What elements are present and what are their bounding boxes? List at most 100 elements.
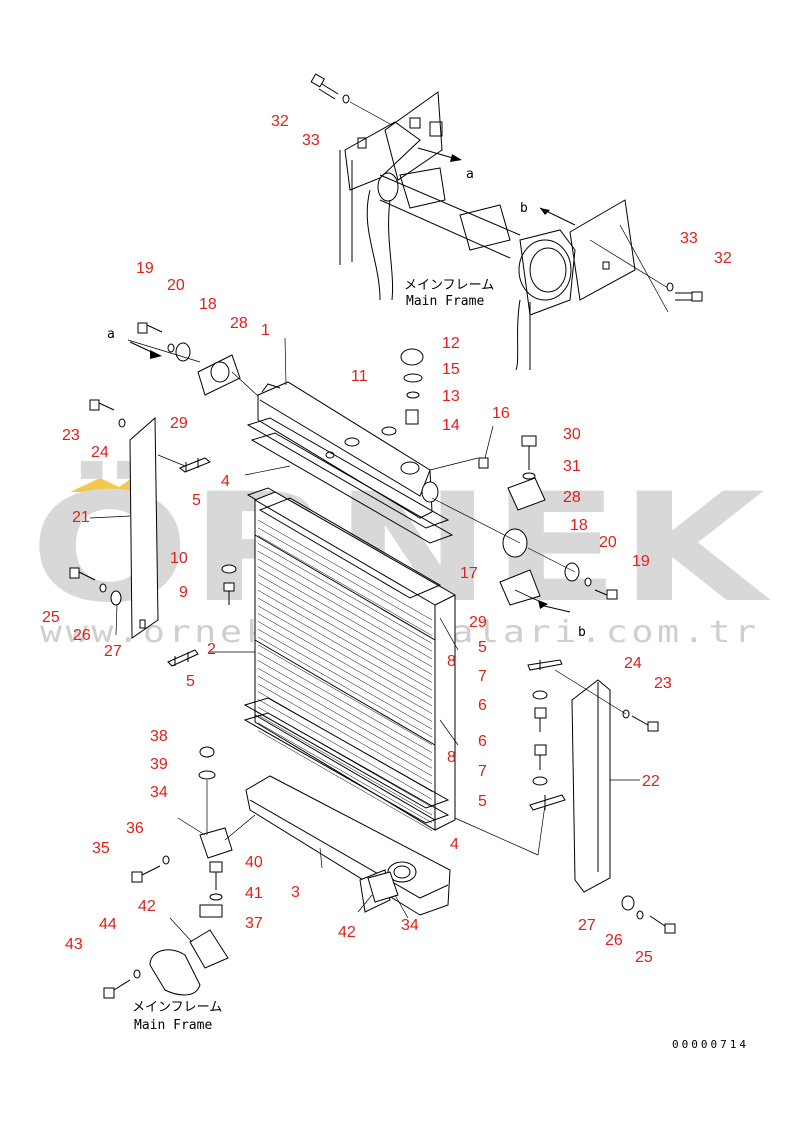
gasket-4-upper: [246, 417, 450, 529]
callout-32: 32: [271, 113, 289, 130]
washer-31: [522, 472, 536, 480]
callout-26: 26: [73, 627, 91, 644]
washer-18-left: [175, 342, 191, 362]
gasket-15: [403, 373, 423, 383]
washer-24-left: [118, 418, 126, 428]
side-cover-22: [571, 679, 611, 893]
drain-fitting-inner: [393, 865, 411, 879]
bracket-5-d: [529, 794, 566, 811]
core-fin-line: [257, 535, 433, 636]
callout-24: 24: [624, 655, 642, 672]
tank-stub: [261, 383, 281, 393]
callout-17: 17: [460, 565, 478, 582]
leader-lines: [89, 337, 640, 943]
core-fins: [257, 519, 433, 831]
washer-44: [133, 969, 141, 979]
callout-26: 26: [605, 932, 623, 949]
watermark-accent-left: [70, 478, 130, 492]
main-frame-top: [310, 73, 703, 371]
callout-5: 5: [478, 793, 487, 810]
bolt-19-left: [137, 322, 148, 334]
bolt-25-right: [664, 923, 676, 934]
core-fin-line: [257, 574, 433, 675]
callout-25: 25: [635, 949, 653, 966]
frame-slot: [357, 137, 367, 149]
bolt-32-top: [310, 73, 339, 100]
bolt-shank: [141, 865, 161, 876]
mount-bracket-29-right: [499, 569, 541, 606]
callout-25: 25: [42, 609, 60, 626]
washer-33-right: [666, 282, 674, 292]
core-fin-line: [257, 730, 433, 831]
bolt-shank: [113, 979, 131, 991]
core-fin-line: [257, 644, 433, 746]
washer-36: [162, 855, 170, 865]
bolt-43: [103, 987, 115, 999]
callout-23: 23: [62, 427, 80, 444]
core-fin-line: [257, 605, 433, 707]
view-letter-a-top: a: [466, 167, 474, 182]
bolt-shank: [146, 324, 163, 333]
callout-42: 42: [138, 898, 156, 915]
tank-outlet: [421, 481, 439, 503]
washer-26-right: [636, 910, 644, 920]
callout-8: 8: [447, 749, 456, 766]
core-fin-line: [257, 628, 433, 730]
fasteners: [69, 322, 676, 999]
drain-fitting: [387, 861, 417, 883]
callout-16: 16: [492, 405, 510, 422]
core-fin-line: [257, 636, 433, 738]
washer-39: [198, 770, 216, 780]
upper-tank-edge: [259, 399, 431, 497]
callout-28: 28: [563, 489, 581, 506]
bolt-shank: [78, 571, 96, 581]
callout-34: 34: [150, 784, 168, 801]
core-fin-line: [257, 714, 433, 816]
bolt-shank: [98, 402, 115, 411]
callout-7: 7: [478, 668, 487, 685]
callout-29: 29: [170, 415, 188, 432]
callout-43: 43: [65, 936, 83, 953]
frame-cross-tube: [379, 174, 521, 259]
frame-curve: [388, 199, 394, 301]
callout-2: 2: [207, 641, 216, 658]
tube-end: [377, 172, 399, 202]
frame-bracket-right: [569, 199, 636, 301]
callout-37: 37: [245, 915, 263, 932]
callout-1: 1: [261, 322, 270, 339]
callout-5: 5: [186, 673, 195, 690]
core-fin-line: [257, 667, 433, 769]
callout-42: 42: [338, 924, 356, 941]
core-fin-line: [257, 582, 433, 683]
callout-6: 6: [478, 697, 487, 714]
tube-clamp: [399, 167, 446, 209]
callout-34: 34: [401, 917, 419, 934]
callout-22: 22: [642, 773, 660, 790]
washer-18-right: [564, 562, 580, 582]
frame-label-bottom-jp: メインフレーム: [132, 1000, 222, 1015]
callout-19: 19: [136, 260, 154, 277]
core-fin-line: [257, 613, 433, 714]
washer-27-left: [110, 590, 122, 606]
lower-tank-edge: [249, 799, 449, 899]
cover-slot: [139, 619, 146, 629]
frame-lower-right: [515, 299, 531, 371]
washer-7-a: [532, 690, 548, 700]
core-fin-line: [257, 683, 433, 785]
callout-28: 28: [230, 315, 248, 332]
callout-27: 27: [578, 917, 596, 934]
callout-5: 5: [478, 639, 487, 656]
bolt-6-a: [534, 707, 547, 719]
bracket-5-b: [167, 649, 199, 667]
callout-40: 40: [245, 854, 263, 871]
view-letter-a-left: a: [107, 327, 115, 342]
callout-31: 31: [563, 458, 581, 475]
core-top-frame: [258, 497, 442, 599]
core-fin-line: [257, 558, 433, 660]
core-fin-line: [257, 589, 433, 691]
frame-left-mount: [344, 121, 421, 191]
washer-20-left: [167, 343, 175, 353]
washer-10: [221, 564, 237, 574]
leader: [349, 101, 393, 126]
frame-slot: [602, 261, 610, 270]
